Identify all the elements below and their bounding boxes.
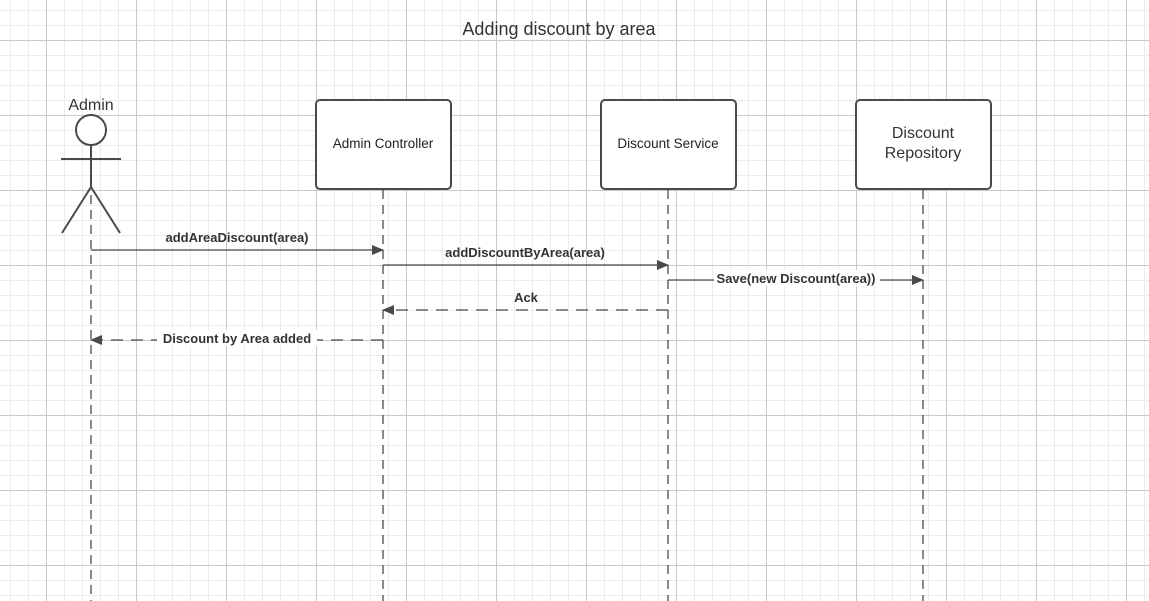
message-label: addAreaDiscount(area) (165, 230, 308, 245)
diagram-title: Adding discount by area (462, 19, 656, 39)
message-add-area-discount: addAreaDiscount(area) (91, 230, 384, 255)
message-ack: Ack (382, 290, 668, 315)
participant-label: Admin Controller (333, 136, 434, 151)
message-label-background (157, 330, 317, 346)
message-save-discount: Save(new Discount(area)) (668, 270, 924, 286)
message-label: Discount by Area added (163, 331, 311, 346)
participant-label-line-1: Discount (892, 125, 955, 142)
message-label-background (714, 270, 880, 286)
stick-figure-icon (61, 114, 121, 234)
message-label: Ack (514, 290, 539, 305)
message-label: addDiscountByArea(area) (445, 245, 605, 260)
participant-box (855, 99, 992, 190)
participant-box (600, 99, 737, 190)
participant-discount-service: Discount Service (600, 99, 737, 601)
participant-admin-controller: Admin Controller (315, 99, 452, 601)
participant-box (315, 99, 452, 190)
participant-label-line-2: Repository (885, 145, 961, 162)
message-label: Save(new Discount(area)) (717, 271, 876, 286)
actor-admin: Admin (61, 97, 121, 601)
participant-label: Discount Service (617, 136, 718, 151)
message-add-discount-by-area: addDiscountByArea(area) (383, 245, 669, 270)
message-discount-by-area-added: Discount by Area added (90, 330, 383, 346)
participant-discount-repository: Discount Repository (855, 99, 992, 601)
actor-label: Admin (68, 97, 113, 114)
